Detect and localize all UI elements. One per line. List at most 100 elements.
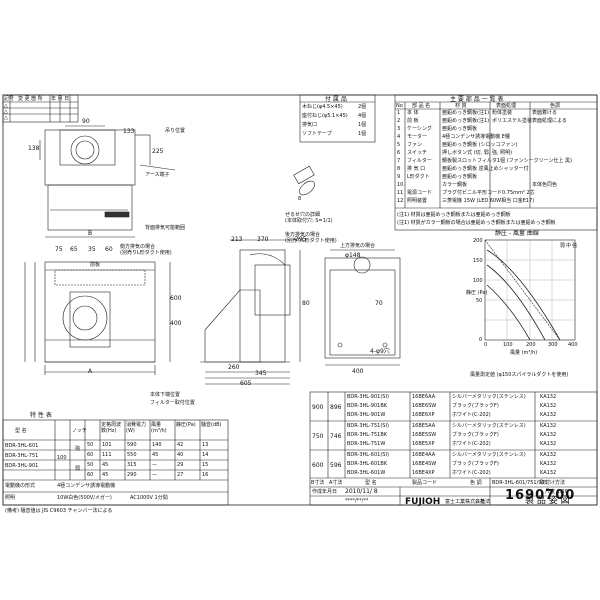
revision-box: [2, 94, 79, 123]
spec-cell: 550: [127, 452, 137, 458]
parts-cell: 3: [397, 126, 401, 132]
spec-cell: —: [152, 472, 157, 478]
spec-cell: 15: [202, 462, 209, 468]
parts-cell: カラー鋼板: [442, 182, 468, 188]
title-model: BDR-3HL-601/751/901: [492, 480, 548, 486]
parts-cell: 8: [397, 166, 401, 172]
spec-cell: 101: [102, 442, 112, 448]
parts-cell: 三菱電機 15W (LED 60W相当 口金E17): [442, 198, 535, 204]
curve-ytick-0: 200: [473, 238, 483, 244]
model-group-B: 750: [312, 433, 324, 440]
rev-row-1: △: [4, 103, 8, 109]
accessory-3-name: 排気口: [302, 122, 318, 128]
dim-A: A: [88, 368, 93, 375]
model-cell: ホワイト(C-202): [452, 412, 491, 418]
dim-60: 60: [105, 246, 113, 253]
label-filter-pos: フィルター取付位置: [150, 400, 195, 406]
dim-90: 90: [82, 118, 90, 125]
parts-cell: 亜鉛めっき鋼板 逆風止めシャッター付: [442, 166, 529, 172]
dim-hole: 4-φ9穴: [370, 348, 390, 355]
side-view-body: [239, 249, 286, 363]
model-cell: 16BE4AA: [412, 452, 436, 458]
parts-cell: 亜鉛めっき鋼板(注1): [442, 110, 490, 116]
parts-cell: 9: [397, 174, 401, 180]
parts-cell: ファン: [407, 142, 423, 148]
model-cell: BDR-3HL-901(SI): [347, 394, 389, 400]
parts-cell: 粉体塗装: [492, 110, 513, 116]
spec-cell: —: [152, 462, 157, 468]
parts-cell: プラグ付ビニル平形コード0.75mm² 2芯: [442, 190, 535, 196]
dim-345: 345: [255, 370, 267, 377]
label-8: 8: [298, 196, 302, 202]
curve-xtick-2: 200: [526, 342, 536, 348]
parts-cell: 6: [397, 150, 401, 156]
dim-65: 65: [70, 246, 78, 253]
spec-h-power: 消費電力(W): [126, 422, 147, 434]
curve-title: 静圧 - 風量 曲線: [495, 230, 539, 237]
spec-cell: 16: [202, 472, 209, 478]
dim-35: 35: [88, 246, 96, 253]
accessory-2-qty: 4個: [358, 113, 367, 119]
rev-header-mark: 記号: [4, 96, 15, 102]
parts-cell: 亜鉛めっき鋼板: [442, 126, 478, 132]
parts-cell: 11: [397, 190, 404, 196]
parts-cell: 亜鉛めっき鋼板(注1): [442, 118, 490, 124]
parts-cell: 7: [397, 158, 401, 164]
spec-cell: 13: [202, 442, 209, 448]
title-date-label: 作成年月日: [312, 489, 338, 495]
label-ground: アース端子: [145, 172, 170, 178]
title-scale: 尺度 1/20: [545, 489, 568, 495]
model-cell: KA132: [540, 412, 557, 418]
accessory-1-qty: 2個: [358, 104, 367, 110]
parts-cell: 表面着ける: [532, 110, 558, 116]
model-cell: 16BE6XP: [412, 412, 435, 418]
parts-note-2: (注1) 材質がカラー鋼板の場合は亜鉛めっき鋼板または亜鉛めっき鋼板: [397, 220, 556, 226]
dim-B: B: [88, 230, 93, 237]
parts-cell: 本 体: [407, 110, 419, 116]
spec-cell: 315: [127, 462, 137, 468]
curve-ytick-4: 0: [479, 337, 483, 343]
label-body-mount: 本体下端位置: [150, 392, 181, 398]
back-view-body: [324, 257, 401, 359]
model-f-A: A寸法: [329, 480, 343, 486]
spec-cell: 45: [152, 452, 159, 458]
dim-605: 605: [240, 380, 252, 387]
title-doc-type: 製 品 姿 図: [525, 496, 570, 506]
parts-cell: 照明装置: [407, 198, 428, 204]
model-group-B: 900: [312, 404, 324, 411]
parts-cell: ポリエステル塗装: [492, 118, 533, 124]
model-cell: 16BE5XP: [412, 441, 435, 447]
parts-cell: 前 板: [407, 118, 419, 124]
title-drawing-no: 1690700: [505, 488, 576, 503]
dim-138: 138: [28, 145, 40, 152]
spec-cell: 50: [87, 462, 94, 468]
label-front: 前板: [90, 262, 101, 268]
dim-70: 70: [375, 300, 383, 307]
accessory-3-qty: 1個: [358, 122, 367, 128]
spec-table-frame: [2, 419, 229, 506]
parts-cell: 10: [397, 182, 404, 188]
model-group-A: 596: [330, 462, 342, 469]
curve-strong: [486, 249, 561, 341]
spec-cell: 14: [202, 452, 209, 458]
parts-h-surf: 表面処理: [496, 103, 517, 109]
model-cell: KA132: [540, 461, 557, 467]
rev-header-date: 年 月 日: [51, 96, 70, 102]
title-checker: 三角法: [475, 499, 491, 505]
label-outlet-pos: 吊り位置: [165, 128, 186, 134]
spec-cell: 140: [152, 442, 162, 448]
model-cell: 16BE4XP: [412, 470, 435, 476]
model-cell: シルバーメタリック(ステンレス): [452, 452, 526, 458]
model-cell: シルバーメタリック(ステンレス): [452, 394, 526, 400]
curve-legend-strong: 強: [572, 243, 578, 249]
spec-notch-weak: 弱: [75, 466, 81, 472]
parts-table-frame: [394, 94, 598, 231]
model-cell: ホワイト(C-202): [452, 470, 491, 476]
model-cell: KA132: [540, 441, 557, 447]
parts-h-name: 部 品 名: [412, 103, 431, 109]
spec-extra-motor-label: 電動機の形式: [5, 483, 36, 489]
parts-cell: 亜鉛めっき鋼板: [442, 174, 478, 180]
curve-legend-mid: 中: [566, 243, 572, 249]
spec-cell: 290: [127, 472, 137, 478]
